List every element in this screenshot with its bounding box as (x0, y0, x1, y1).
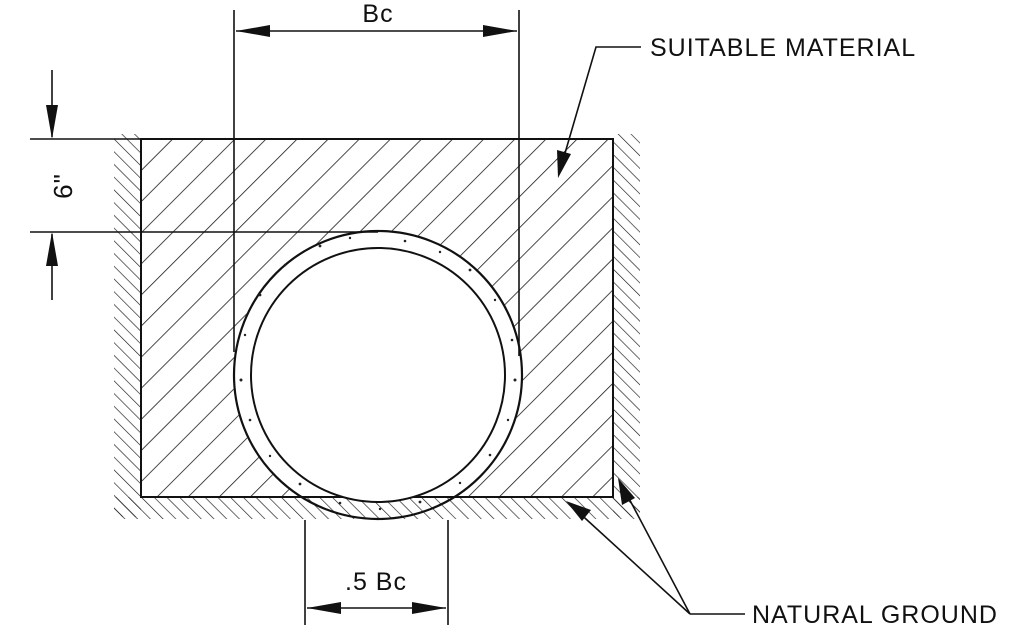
bc-dimension (233, 10, 520, 356)
natural-ground-hatch (114, 134, 640, 519)
half-width-dimension (304, 520, 449, 625)
natural-ground-label: NATURAL GROUND (752, 601, 998, 627)
suitable-material-leader (557, 46, 641, 178)
cover-dimension-label: 6" (48, 173, 78, 199)
pipe (232, 229, 524, 521)
half-width-dimension-label: .5 Bc (345, 568, 407, 596)
bc-dimension-label: Bc (362, 0, 393, 28)
suitable-material-label: SUITABLE MATERIAL (650, 34, 916, 62)
pipe-outer-wall (232, 229, 524, 521)
pipe-inner-wall (250, 247, 506, 503)
pipe-wall-stipple (239, 236, 517, 511)
natural-ground-leader (566, 478, 745, 615)
cover-dimension (30, 70, 378, 300)
